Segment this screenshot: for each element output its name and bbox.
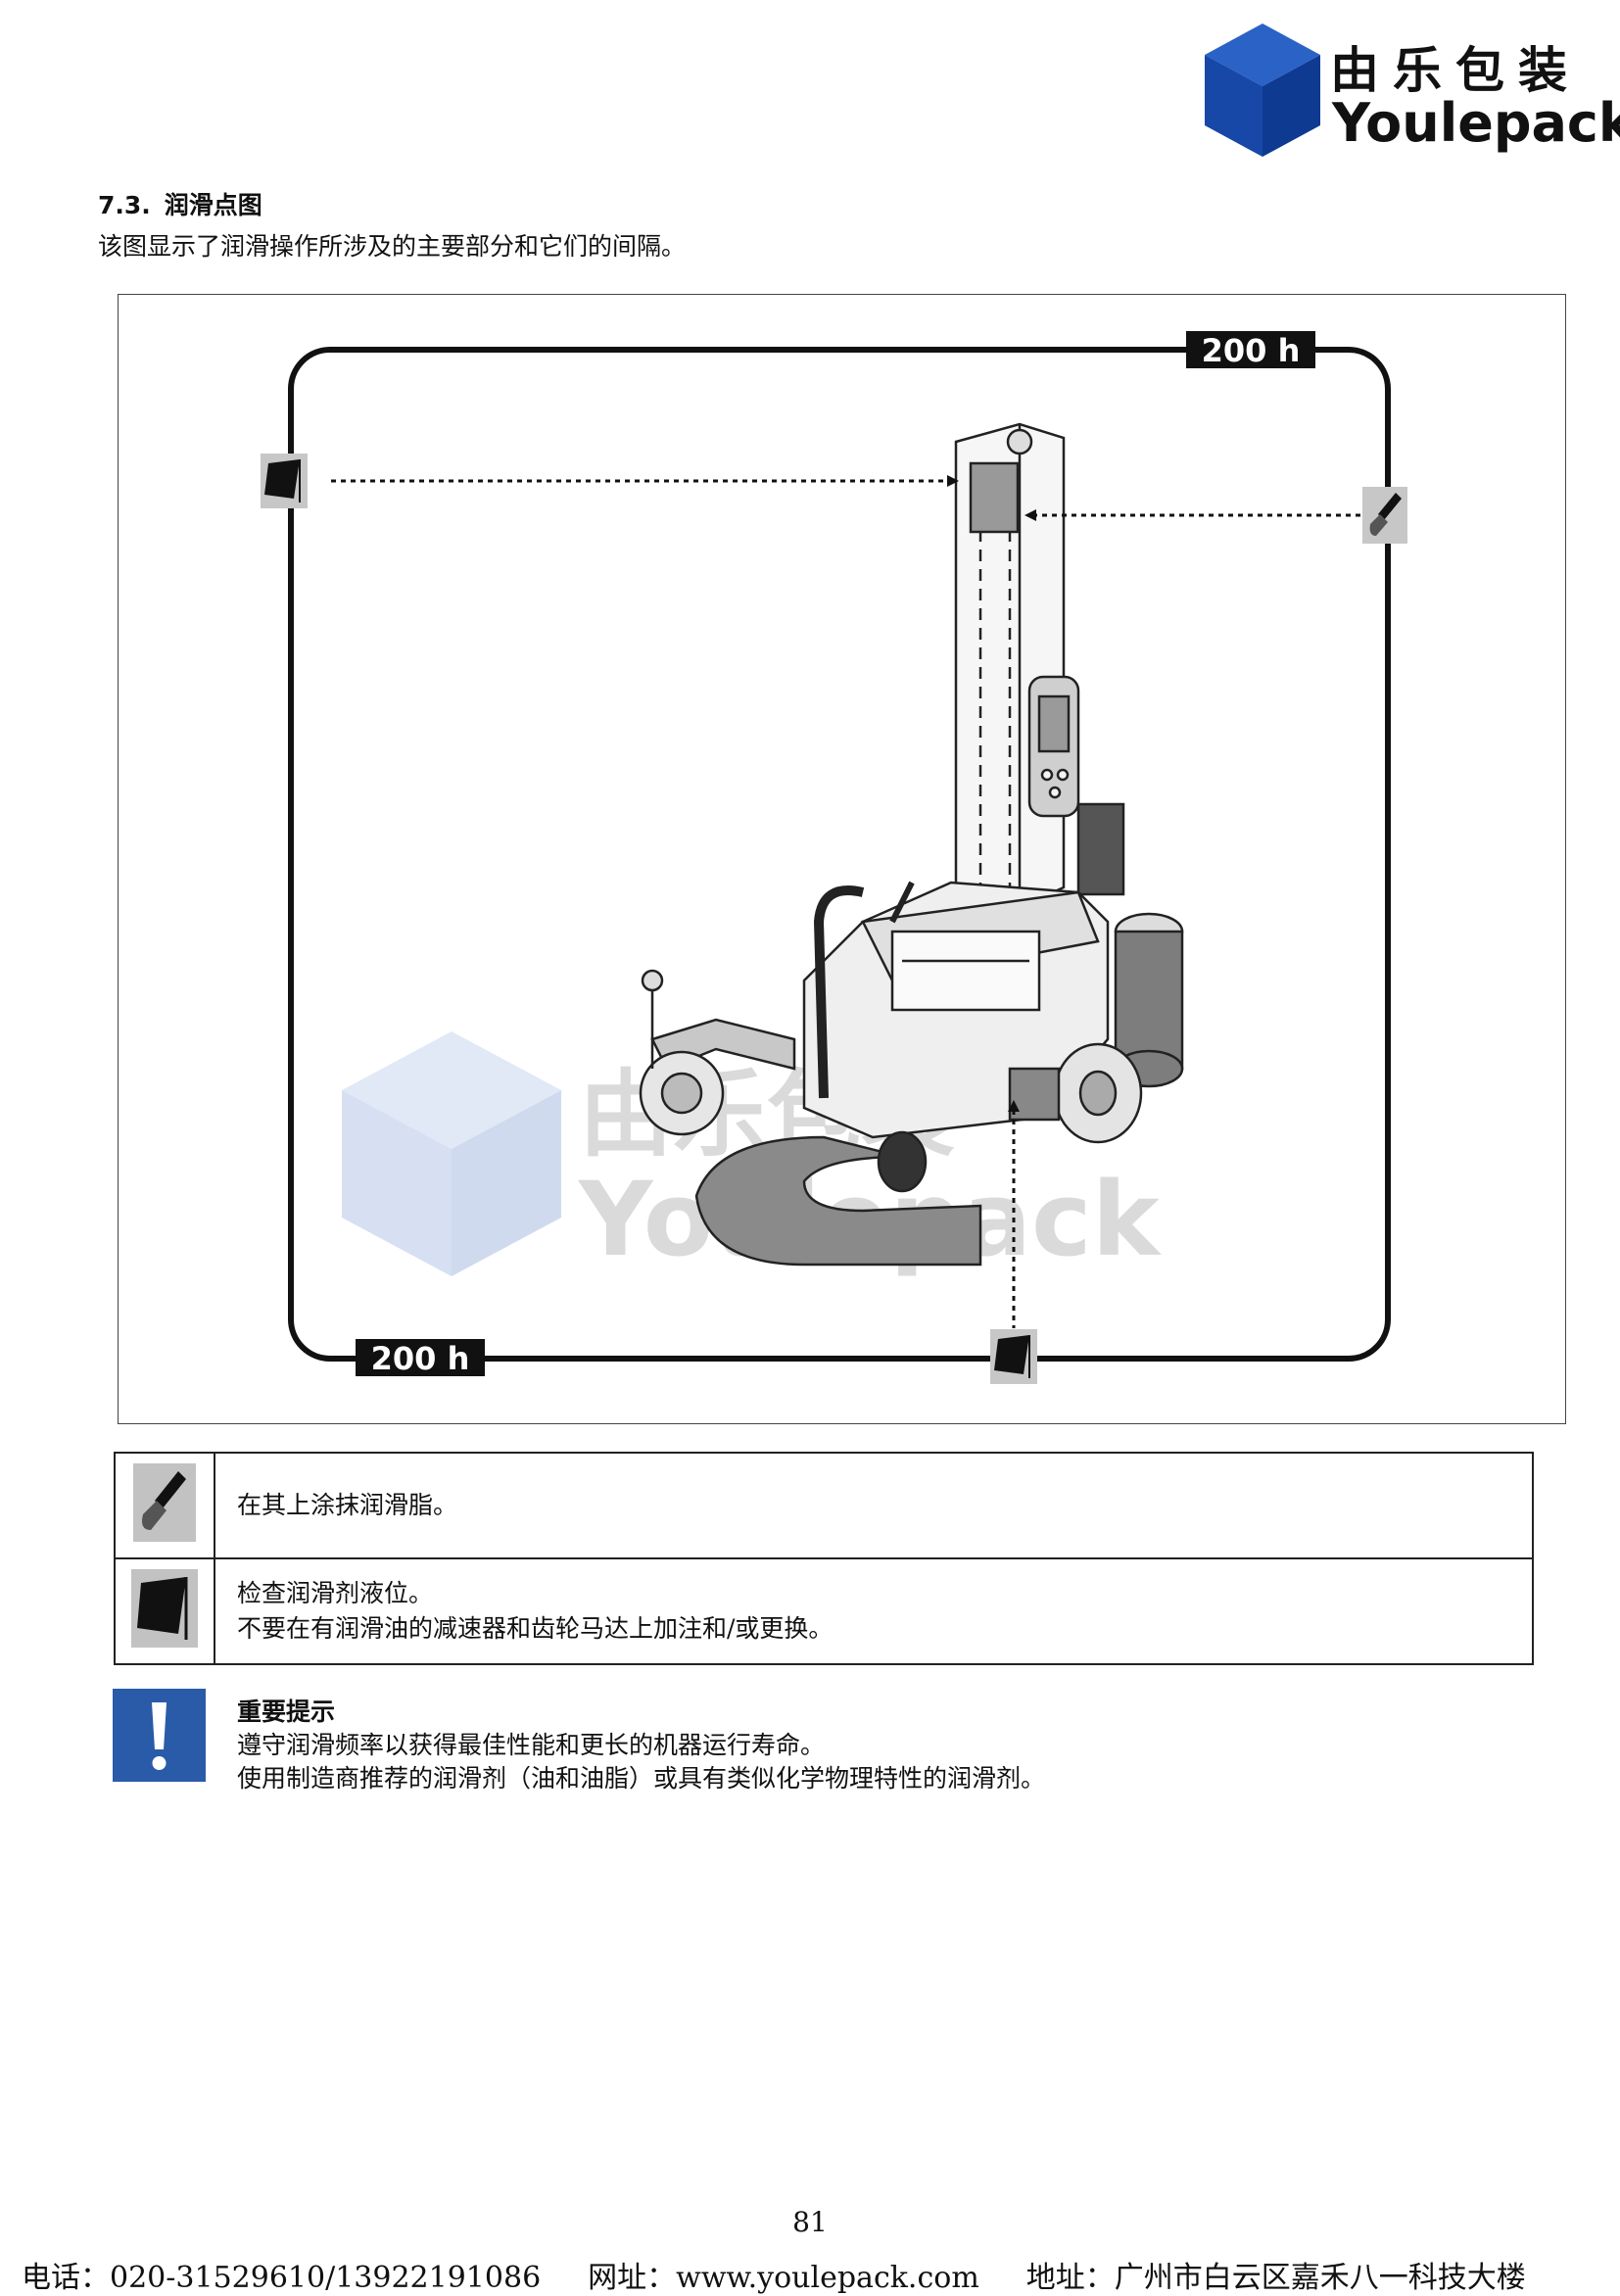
section-number: 7.3. xyxy=(98,191,151,219)
svg-text:200 h: 200 h xyxy=(371,1340,470,1377)
interval-label-bottom: 200 h xyxy=(356,1339,485,1377)
company-logo: 由乐包装 Youlepack xyxy=(1203,22,1620,159)
page-number: 81 xyxy=(792,2206,828,2238)
interval-label-top: 200 h xyxy=(1186,331,1315,369)
legend-line: 检查润滑剂液位。 xyxy=(237,1579,434,1607)
oil-can-icon xyxy=(131,1569,198,1648)
grease-brush-icon xyxy=(133,1463,196,1542)
exclamation-icon xyxy=(152,1702,167,1770)
logo-english-name: Youlepack xyxy=(1332,92,1620,154)
important-note-line: 遵守润滑频率以获得最佳性能和更长的机器运行寿命。 xyxy=(237,1731,826,1759)
legend-row-oil: 检查润滑剂液位。 不要在有润滑油的减速器和齿轮马达上加注和/或更换。 xyxy=(114,1557,1534,1665)
legend-line: 不要在有润滑油的减速器和齿轮马达上加注和/或更换。 xyxy=(237,1614,834,1643)
important-note-line: 使用制造商推荐的润滑剂（油和油脂）或具有类似化学物理特性的润滑剂。 xyxy=(237,1764,1046,1793)
page-footer: 电话：020-31529610/13922191086 网址：www.youlep… xyxy=(22,2253,1573,2296)
footer-phone: 电话：020-31529610/13922191086 xyxy=(22,2261,542,2295)
stretch-wrapper-robot-illustration xyxy=(639,422,1184,1267)
logo-cube-icon xyxy=(1205,24,1320,157)
legend-table: 在其上涂抹润滑脂。 检查润滑剂液位。 不要在有润滑油的减速器和齿轮马达上加注和/… xyxy=(114,1452,1534,1665)
leader-arrowheads xyxy=(947,475,1036,1112)
svg-text:200 h: 200 h xyxy=(1202,332,1301,369)
logo-chinese-name: 由乐包装 xyxy=(1330,42,1581,99)
section-intro: 该图显示了润滑操作所涉及的主要部分和它们的间隔。 xyxy=(98,232,687,261)
grease-brush-icon xyxy=(1362,487,1407,544)
footer-address: 地址：广州市白云区嘉禾八一科技大楼 xyxy=(1025,2261,1526,2295)
oil-can-icon xyxy=(990,1329,1037,1384)
legend-icon-cell xyxy=(114,1452,215,1559)
important-note-badge xyxy=(113,1689,206,1782)
interval-frame xyxy=(288,347,1391,1362)
oil-can-icon xyxy=(261,454,308,508)
legend-text-cell: 检查润滑剂液位。 不要在有润滑油的减速器和齿轮马达上加注和/或更换。 xyxy=(214,1557,1534,1665)
lubrication-diagram: 由乐包装 Youlepack 200 h 200 h xyxy=(118,294,1566,1424)
legend-text-cell: 在其上涂抹润滑脂。 xyxy=(214,1452,1534,1559)
legend-icon-cell xyxy=(114,1557,215,1665)
footer-website: 网址：www.youlepack.com xyxy=(588,2261,979,2295)
lubrication-diagram-graphic: 由乐包装 Youlepack 200 h 200 h xyxy=(261,331,1407,1384)
section-title: 润滑点图 xyxy=(164,191,262,219)
important-note-title: 重要提示 xyxy=(237,1698,336,1726)
leader-lines xyxy=(331,479,1390,1328)
legend-line: 在其上涂抹润滑脂。 xyxy=(237,1491,458,1519)
section-heading: 7.3. 润滑点图 xyxy=(98,186,262,221)
legend-row-grease: 在其上涂抹润滑脂。 xyxy=(114,1452,1534,1559)
